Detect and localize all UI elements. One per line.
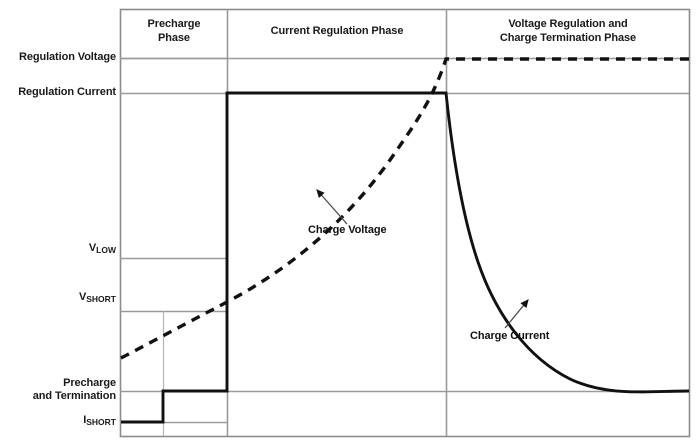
axis-label-v-low: VLOW [89, 242, 116, 255]
axis-label-v-low-main: V [88, 242, 97, 254]
axis-label-precharge-and-termination: Precharge and Termination [33, 377, 116, 402]
axis-label-regulation-voltage: Regulation Voltage [19, 51, 116, 64]
phase-title-precharge-line2: Phase [158, 31, 190, 44]
axis-label-v-short-main: V [79, 291, 87, 303]
charge-current-curve [121, 91, 690, 424]
axis-label-regulation-current: Regulation Current [18, 86, 116, 99]
axis-label-i-short-sub: SHORT [86, 417, 116, 427]
axis-label-regulation-current-text: Regulation Current [18, 86, 116, 98]
axis-label-i-short-main: I [83, 414, 87, 426]
annotation-charge-current-text: Charge Current [470, 330, 550, 342]
phase-title-voltage-regulation-line2: Charge Termination Phase [499, 31, 637, 44]
axis-label-precharge-line2: and Termination [32, 389, 116, 402]
charge-voltage-curve [120, 57, 689, 360]
annotation-charge-voltage-text: Charge Voltage [308, 224, 387, 236]
phase-title-voltage-regulation-line1: Voltage Regulation and [508, 18, 628, 30]
charge-current-leader-line [504, 299, 529, 329]
axis-label-i-short: ISHORT [83, 414, 116, 427]
charge-voltage-leader-line [316, 189, 348, 225]
axis-label-precharge-line1: Precharge [63, 377, 116, 389]
phase-title-current-regulation: Current Regulation Phase [228, 25, 446, 39]
axis-label-v-short-sub: SHORT [86, 294, 116, 304]
annotation-charge-current: Charge Current [470, 330, 549, 342]
phase-title-voltage-regulation: Voltage Regulation and Charge Terminatio… [447, 18, 689, 46]
phase-title-precharge: Precharge Phase [121, 18, 227, 46]
plot-border [119, 8, 691, 438]
phase-title-precharge-line1: Precharge [147, 18, 201, 30]
axis-label-v-short: VSHORT [79, 291, 116, 304]
axis-label-v-low-sub: LOW [96, 245, 116, 255]
phase-title-current-regulation-text: Current Regulation Phase [270, 25, 404, 37]
axis-label-regulation-voltage-text: Regulation Voltage [18, 51, 116, 63]
annotation-charge-voltage: Charge Voltage [308, 224, 387, 236]
